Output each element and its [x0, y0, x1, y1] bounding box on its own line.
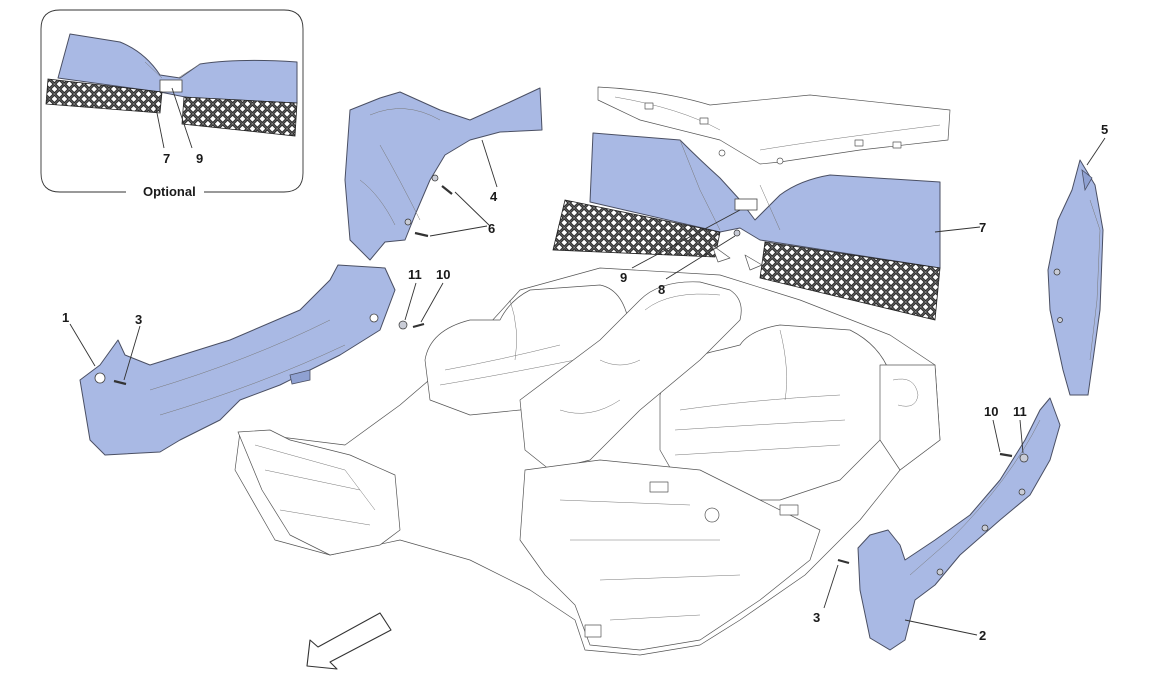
callout-2: 2: [979, 628, 986, 643]
part-5: [1047, 159, 1104, 396]
inset-floor-trim: [57, 33, 298, 104]
optional-inset: Optional 7 9: [40, 9, 304, 199]
callout-4: 4: [490, 189, 498, 204]
callout-10-right: 10: [984, 404, 998, 419]
callout-11-right: 11: [1013, 404, 1027, 419]
right-pillar-trim: [1047, 159, 1104, 396]
inset-callout-7: 7: [163, 151, 170, 166]
rear-panel-with-mesh: [552, 132, 941, 321]
washer-11-left: [398, 320, 408, 330]
callout-6: 6: [488, 221, 495, 236]
left-pillar-trim: [344, 87, 543, 261]
right-sill-trim: [857, 397, 1061, 651]
inset-mesh-left: [45, 78, 163, 114]
callout-3-right: 3: [813, 610, 820, 625]
inset-callout-9: 9: [196, 151, 203, 166]
callout-5: 5: [1101, 122, 1108, 137]
callout-1: 1: [62, 310, 69, 325]
inset-frame: [40, 9, 304, 193]
left-sill-trim: [79, 264, 396, 456]
part-1: [79, 264, 396, 456]
vehicle-floor-structure: [234, 267, 941, 656]
callout-8: 8: [658, 282, 665, 297]
callout-7: 7: [979, 220, 986, 235]
rear-panel-blue: [589, 132, 941, 269]
part-2: [857, 397, 1061, 651]
inset-mesh-right: [181, 96, 298, 137]
callout-9: 9: [620, 270, 627, 285]
part-4: [344, 87, 543, 261]
bolts-6: [414, 185, 453, 238]
rear-mesh-right: [759, 241, 941, 321]
washer-11-right: [1019, 453, 1029, 463]
callout-11-left: 11: [408, 267, 422, 282]
inset-optional-label: Optional: [143, 184, 196, 199]
front-direction-arrow-icon: [306, 612, 392, 670]
callout-3-left: 3: [135, 312, 142, 327]
rear-bulkhead-upper-trim: [597, 86, 951, 165]
callout-10-left: 10: [436, 267, 450, 282]
